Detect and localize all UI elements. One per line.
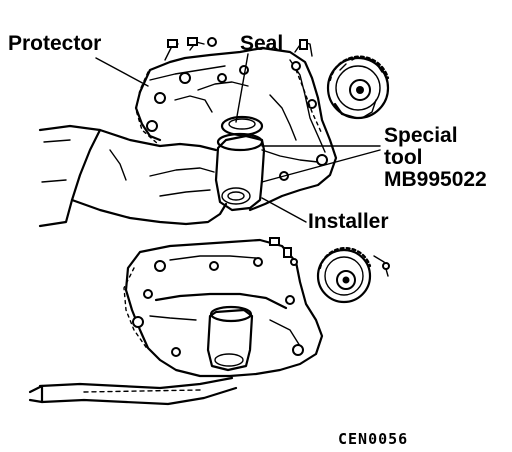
lower-installer-tool <box>206 305 254 372</box>
special-tool-leader-line-lower <box>261 149 381 183</box>
upper-oil-pump-housing <box>134 37 338 212</box>
seal-leader-line <box>235 53 249 123</box>
lower-wrench-handle <box>28 376 238 406</box>
lower-sprocket-gear <box>316 246 390 304</box>
seal-label: Seal <box>240 32 283 55</box>
protector-leader-line <box>95 57 149 87</box>
figure-code-label: CEN0056 <box>338 430 408 448</box>
special-tool-label-line3: MB995022 <box>384 168 487 191</box>
hand-and-installer-tool <box>38 115 266 228</box>
leader-lines <box>95 53 381 223</box>
installer-leader-line <box>261 197 307 223</box>
protector-label: Protector <box>8 32 101 55</box>
upper-sprocket-gear <box>326 55 390 120</box>
special-tool-label-line2: tool <box>384 146 422 169</box>
special-tool-label-line1: Special <box>384 124 458 147</box>
installer-label: Installer <box>308 210 389 233</box>
lower-oil-pump-housing <box>123 237 324 378</box>
